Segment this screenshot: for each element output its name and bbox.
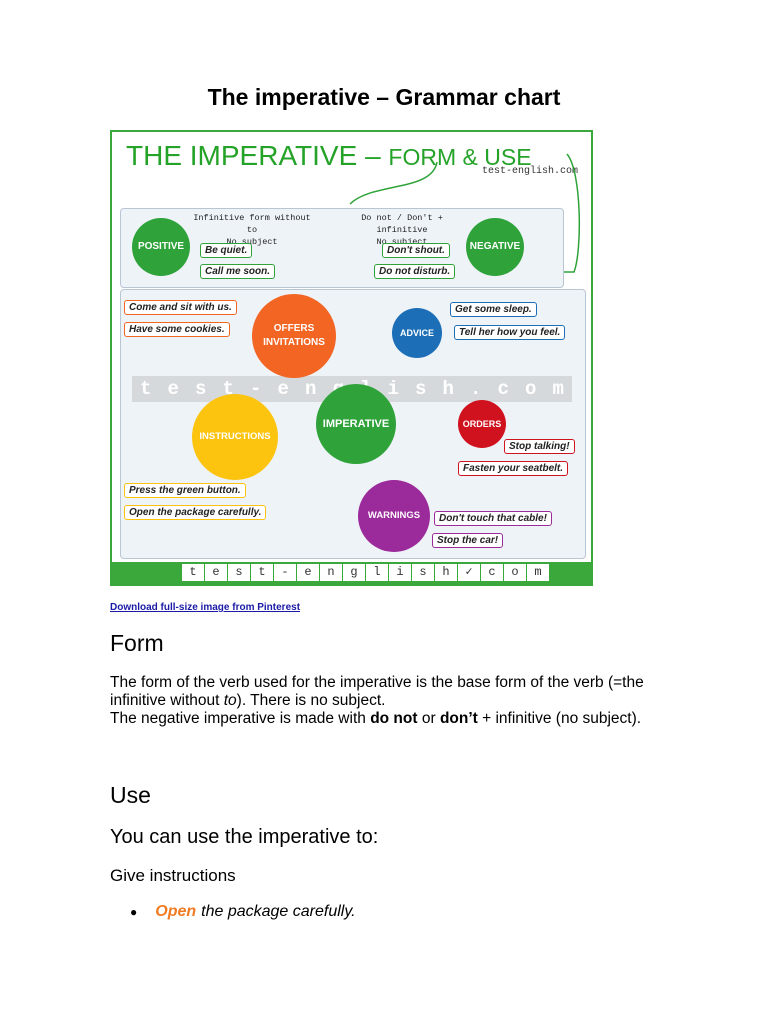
advice-circle: ADVICE	[392, 308, 442, 358]
watermark-char: i	[387, 378, 399, 400]
footer-brand-char: o	[504, 564, 526, 581]
instructions-circle: INSTRUCTIONS	[192, 394, 278, 480]
chart-heading-sub: FORM & USE	[388, 144, 532, 170]
offers-example-2: Have some cookies.	[124, 322, 230, 337]
footer-brand-char: s	[228, 564, 250, 581]
watermark-char: e	[277, 378, 289, 400]
warnings-example-2: Stop the car!	[432, 533, 504, 548]
bullet-dot: ●	[130, 905, 138, 919]
you-can-heading: You can use the imperative to:	[110, 826, 379, 848]
negative-circle: NEGATIVE	[466, 218, 524, 276]
footer-brand-char: t	[182, 564, 204, 581]
positive-circle: POSITIVE	[132, 218, 190, 276]
form-text-2a: The negative imperative is made with	[110, 710, 371, 727]
give-instructions-heading: Give instructions	[110, 866, 236, 885]
footer-brand-char: l	[366, 564, 388, 581]
orders-example-2: Fasten your seatbelt.	[458, 461, 569, 476]
form-paragraph: The form of the verb used for the impera…	[110, 674, 670, 728]
footer-brand-char: s	[412, 564, 434, 581]
footer-brand-char: e	[297, 564, 319, 581]
watermark-char: e	[167, 378, 179, 400]
watermark-char: s	[415, 378, 427, 400]
positive-note-line1: Infinitive form without to	[193, 213, 311, 235]
footer-brand-char: c	[481, 564, 503, 581]
form-text-or: or	[417, 710, 440, 727]
imperative-circle: IMPERATIVE	[316, 384, 396, 464]
form-text-em: to	[223, 692, 237, 709]
watermark-char: m	[552, 378, 564, 400]
footer-brand-char: ✓	[458, 564, 480, 581]
negative-note: Do not / Don't + infinitive No subject	[342, 212, 462, 248]
positive-note-line2: No subject	[226, 237, 278, 247]
footer-brand-char: -	[274, 564, 296, 581]
orders-example-1: Stop talking!	[504, 439, 575, 454]
footer-brand-char: e	[205, 564, 227, 581]
positive-example-1: Be quiet.	[200, 243, 253, 258]
watermark-char: t	[140, 378, 152, 400]
orders-circle: ORDERS	[458, 400, 506, 448]
negative-example-2: Do not disturb.	[374, 264, 456, 279]
footer-brand-char: n	[320, 564, 342, 581]
negative-example-1: Don't shout.	[382, 243, 450, 258]
form-text-1b: ). There is no subject.	[236, 692, 386, 709]
chart-heading: THE IMPERATIVE – FORM & USE	[126, 140, 532, 172]
footer-brand-char: h	[435, 564, 457, 581]
footer-brand-char: g	[343, 564, 365, 581]
footer-brand-char: m	[527, 564, 549, 581]
negative-note-line2: No subject	[376, 237, 428, 247]
arrow-to-use	[552, 153, 581, 273]
footer-brand-char: i	[389, 564, 411, 581]
page-title: The imperative – Grammar chart	[207, 84, 561, 110]
watermark-char: s	[195, 378, 207, 400]
offers-example-1: Come and sit with us.	[124, 300, 237, 315]
chart-brand: test-english.com	[482, 166, 579, 177]
bullet-highlight: Open	[155, 903, 197, 920]
footer-brand-char: t	[251, 564, 273, 581]
watermark-char: t	[222, 378, 234, 400]
warnings-example-1: Don't touch that cable!	[434, 511, 552, 526]
advice-example-1: Get some sleep.	[450, 302, 537, 317]
form-paragraph-2: The negative imperative is made with do …	[110, 710, 670, 728]
watermark-char: n	[305, 378, 317, 400]
form-paragraph-1: The form of the verb used for the impera…	[110, 674, 670, 710]
watermark-char: h	[442, 378, 454, 400]
list-item: ● Open the package carefully.	[130, 903, 356, 921]
form-text-1a: The form of the verb used for the impera…	[110, 674, 644, 709]
offers-circle: OFFERS INVITATIONS	[252, 294, 336, 378]
instructions-example-2: Open the package carefully.	[124, 505, 267, 520]
watermark-char: c	[497, 378, 509, 400]
chart-heading-main: THE IMPERATIVE –	[126, 140, 389, 171]
watermark-char: .	[470, 378, 482, 400]
instructions-example-1: Press the green button.	[124, 483, 246, 498]
watermark-char: -	[250, 378, 262, 400]
form-bold-do-not: do not	[370, 710, 418, 727]
form-heading: Form	[110, 630, 164, 656]
download-pinterest-link[interactable]: Download full-size image from Pinterest	[110, 602, 301, 613]
arrow-to-form	[349, 161, 438, 205]
use-heading: Use	[110, 782, 151, 808]
bullet-text: the package carefully.	[201, 903, 356, 920]
positive-note: Infinitive form without to No subject	[190, 212, 314, 248]
warnings-circle: WARNINGS	[358, 480, 430, 552]
chart-watermark: test-english.com	[132, 376, 572, 402]
form-bold-dont: don’t	[439, 710, 478, 727]
form-text-2b: + infinitive (no subject).	[477, 710, 642, 727]
negative-note-line1: Do not / Don't + infinitive	[361, 213, 443, 235]
grammar-chart-image: THE IMPERATIVE – FORM & USE test-english…	[110, 130, 593, 586]
watermark-char: o	[525, 378, 537, 400]
positive-example-2: Call me soon.	[200, 264, 276, 279]
advice-example-2: Tell her how you feel.	[454, 325, 566, 340]
